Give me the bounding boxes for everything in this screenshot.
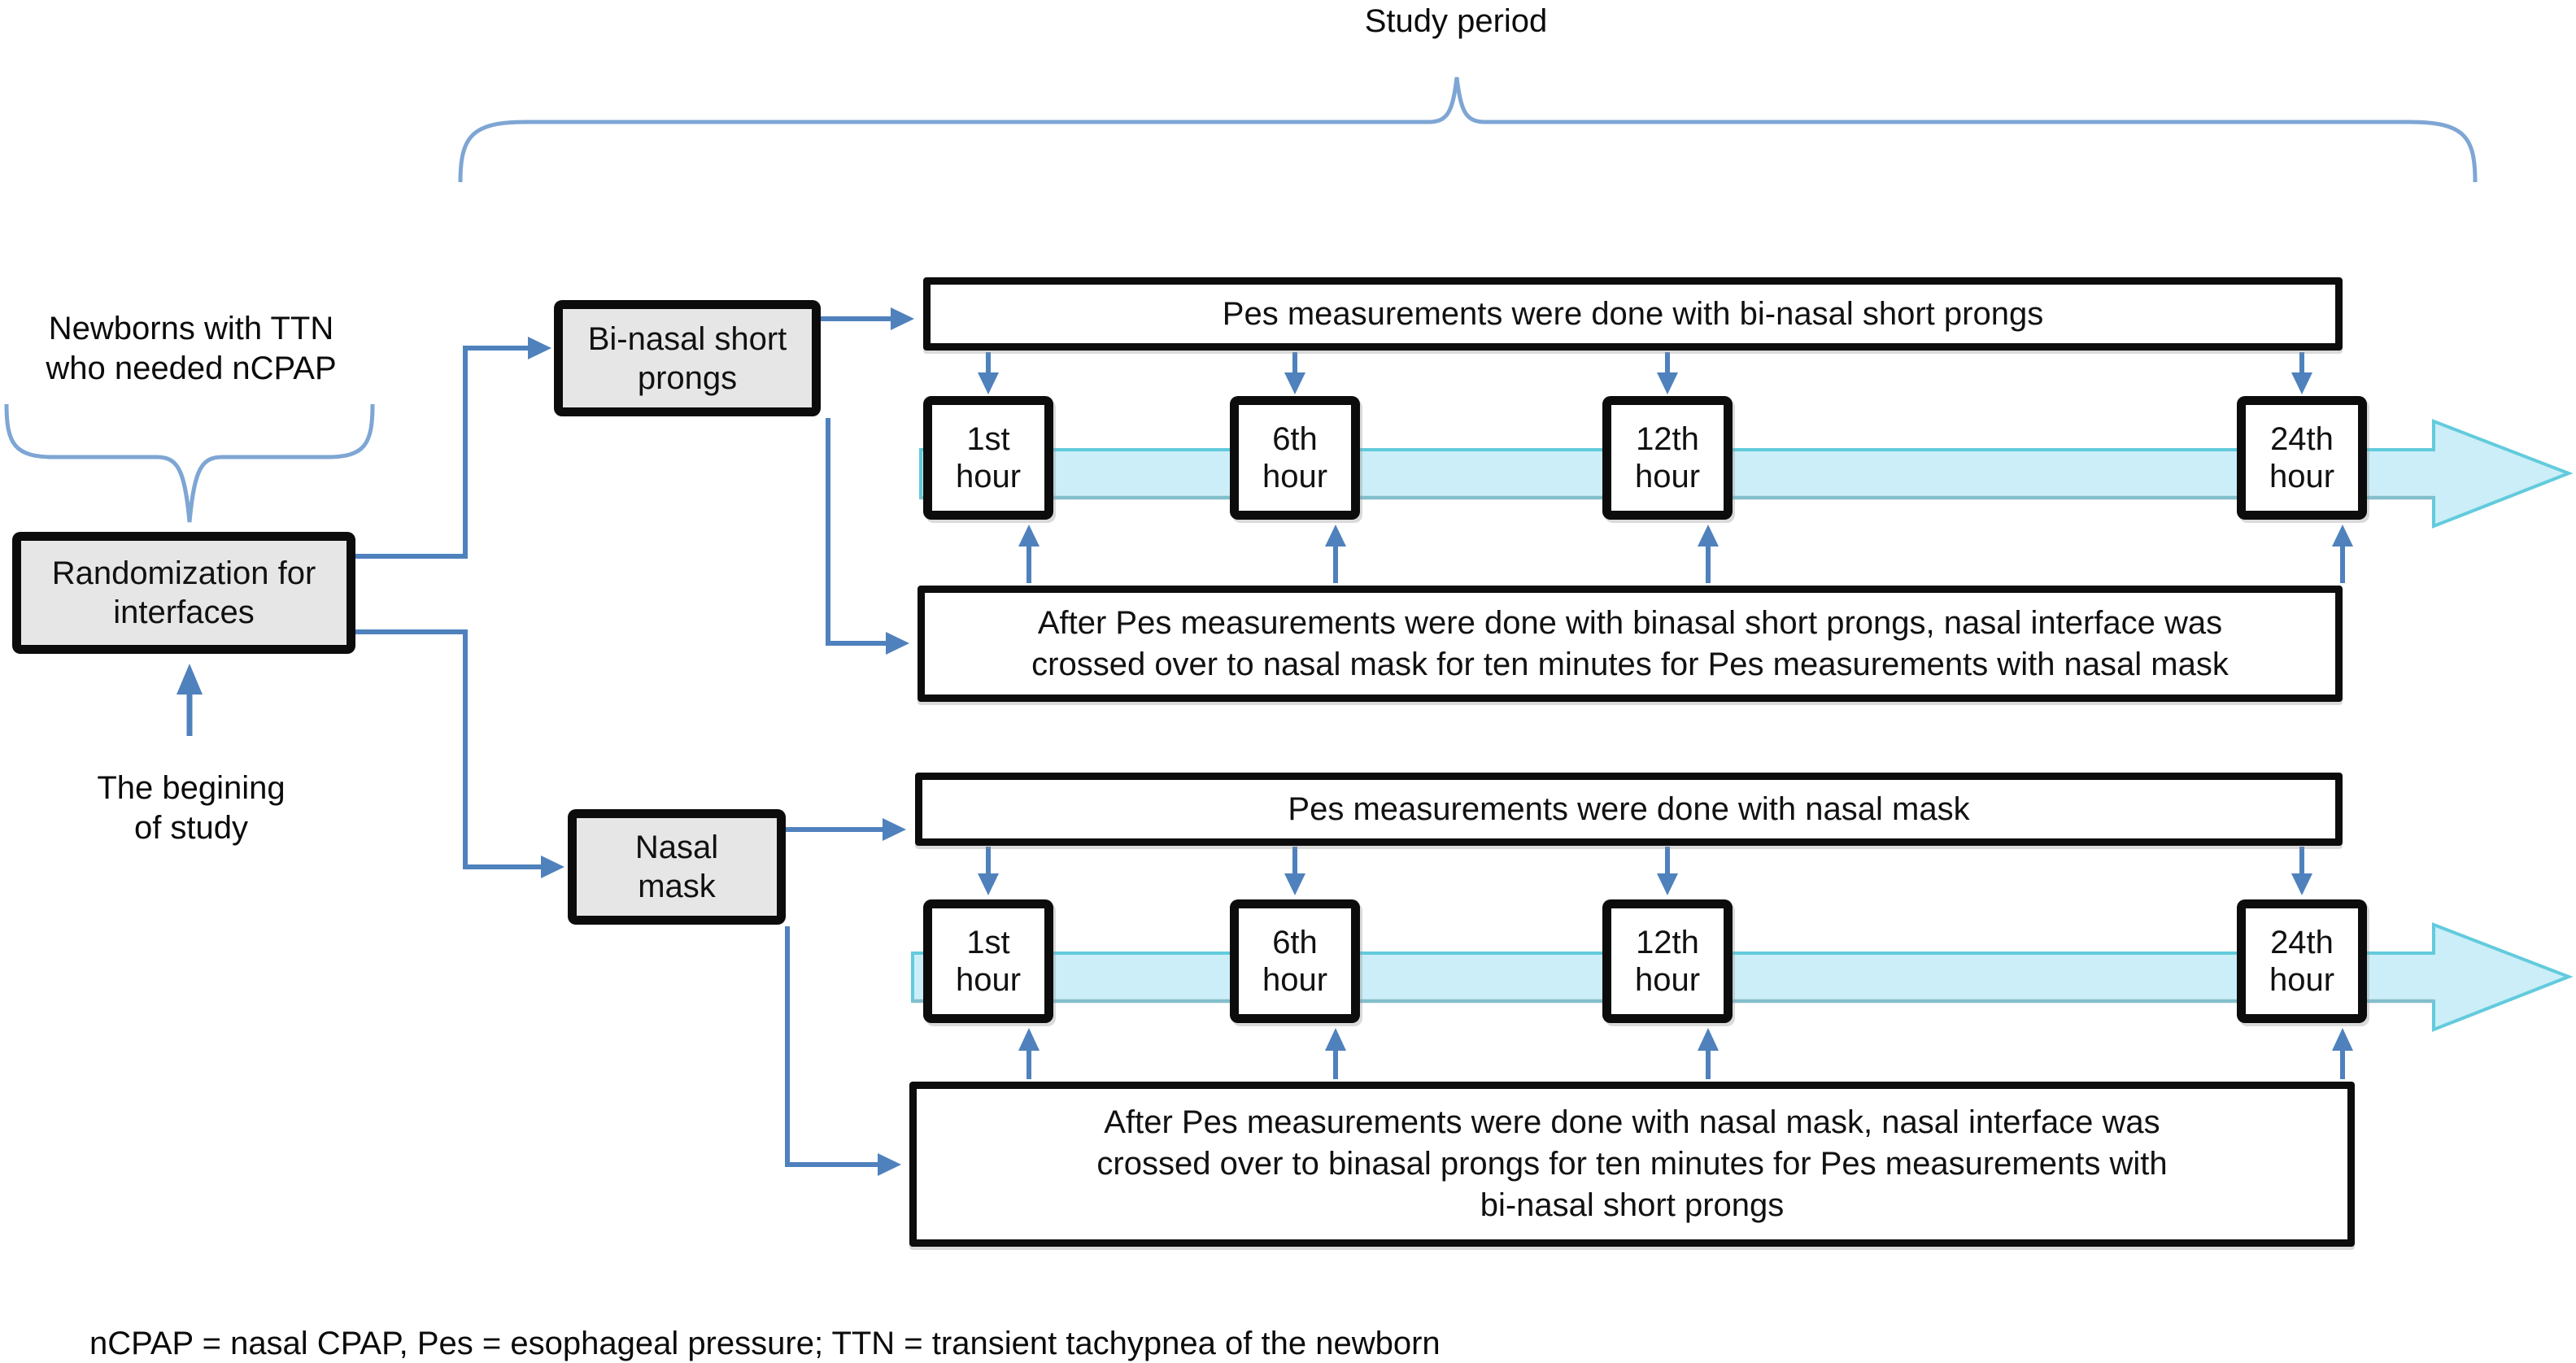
measurement-prongs-text: Pes measurements were done with bi-nasal… <box>1222 295 2044 332</box>
timepoint-unit: hour <box>2269 459 2335 494</box>
interface-mask-line2: mask <box>638 869 716 904</box>
crossover-mask-line2: crossed over to binasal prongs for ten m… <box>1096 1146 2168 1182</box>
crossover-prongs-line1: After Pes measurements were done with bi… <box>1037 604 2223 641</box>
study-period-text: Study period <box>1364 3 1548 39</box>
timepoint-ordinal: 12th <box>1636 925 1699 960</box>
timepoint-ordinal: 6th <box>1272 421 1318 457</box>
connector-mask-to-measurement <box>786 818 906 841</box>
timepoint-box-mask-12th: 12th hour <box>1602 899 1733 1023</box>
measurement-arrows-down-mask <box>978 847 2312 895</box>
timepoint-box-prongs-6th: 6th hour <box>1230 396 1360 520</box>
timepoint-ordinal: 24th <box>2270 421 2334 457</box>
timepoint-box-mask-24th: 24th hour <box>2237 899 2367 1023</box>
crossover-prongs-line2: crossed over to nasal mask for ten minut… <box>1031 646 2229 682</box>
crossover-arrows-up-prongs <box>1018 525 2353 583</box>
crossover-mask-line1: After Pes measurements were done with na… <box>1104 1104 2160 1141</box>
population-brace <box>4 403 375 523</box>
crossover-box-prongs: After Pes measurements were done with bi… <box>918 586 2343 702</box>
connector-prongs-to-measurement <box>821 307 914 330</box>
crossover-box-mask: After Pes measurements were done with na… <box>909 1082 2355 1247</box>
randomization-line2: interfaces <box>113 594 255 630</box>
crossover-arrows-up-mask <box>1018 1028 2353 1079</box>
interface-box-prongs: Bi-nasal short prongs <box>554 300 821 416</box>
timepoint-ordinal: 6th <box>1272 925 1318 960</box>
measurement-mask-text: Pes measurements were done with nasal ma… <box>1288 790 1970 827</box>
timepoint-unit: hour <box>1634 962 1701 998</box>
study-begin-label: The begining of study <box>20 769 362 848</box>
interface-box-mask: Nasal mask <box>568 809 786 925</box>
timepoint-box-prongs-1st: 1st hour <box>923 396 1053 520</box>
begin-arrow <box>177 664 203 736</box>
timepoint-unit: hour <box>955 962 1022 998</box>
study-period-label: Study period <box>1301 2 1611 41</box>
timepoint-ordinal: 24th <box>2270 925 2334 960</box>
timepoint-unit: hour <box>2269 962 2335 998</box>
measurement-box-mask: Pes measurements were done with nasal ma… <box>915 773 2343 846</box>
timepoint-unit: hour <box>1634 459 1701 494</box>
connector-randomization-to-mask <box>355 629 564 878</box>
timepoint-box-mask-1st: 1st hour <box>923 899 1053 1023</box>
interface-prongs-line1: Bi-nasal short <box>587 320 787 357</box>
study-begin-line1: The begining <box>97 770 285 806</box>
study-period-brace <box>458 76 2478 183</box>
population-label: Newborns with TTN who needed nCPAP <box>20 309 362 389</box>
timepoint-unit: hour <box>955 459 1022 494</box>
population-line2: who needed nCPAP <box>46 350 337 386</box>
abbreviation-footnote: nCPAP = nasal CPAP, Pes = esophageal pre… <box>89 1326 1441 1362</box>
interface-prongs-line2: prongs <box>637 359 738 396</box>
timepoint-unit: hour <box>1262 962 1328 998</box>
study-begin-line2: of study <box>133 809 249 846</box>
timepoint-unit: hour <box>1262 459 1328 494</box>
crossover-mask-line3: bi-nasal short prongs <box>1480 1187 1785 1223</box>
timepoint-ordinal: 1st <box>966 925 1010 960</box>
timepoint-ordinal: 12th <box>1636 421 1699 457</box>
connector-prongs-to-crossover <box>826 418 909 655</box>
timepoint-box-prongs-12th: 12th hour <box>1602 396 1733 520</box>
footnote-text: nCPAP = nasal CPAP, Pes = esophageal pre… <box>89 1326 1441 1361</box>
interface-mask-line1: Nasal <box>634 830 719 865</box>
randomization-box: Randomization for interfaces <box>12 532 355 654</box>
timepoint-ordinal: 1st <box>966 421 1010 457</box>
population-line1: Newborns with TTN <box>48 311 334 346</box>
measurement-arrows-down-prongs <box>978 352 2312 394</box>
timepoint-box-prongs-24th: 24th hour <box>2237 396 2367 520</box>
timepoint-box-mask-6th: 6th hour <box>1230 899 1360 1023</box>
measurement-box-prongs: Pes measurements were done with bi-nasal… <box>923 277 2343 351</box>
connector-mask-to-crossover <box>785 926 901 1176</box>
connector-randomization-to-prongs <box>355 337 551 559</box>
randomization-line1: Randomization for <box>51 555 316 591</box>
